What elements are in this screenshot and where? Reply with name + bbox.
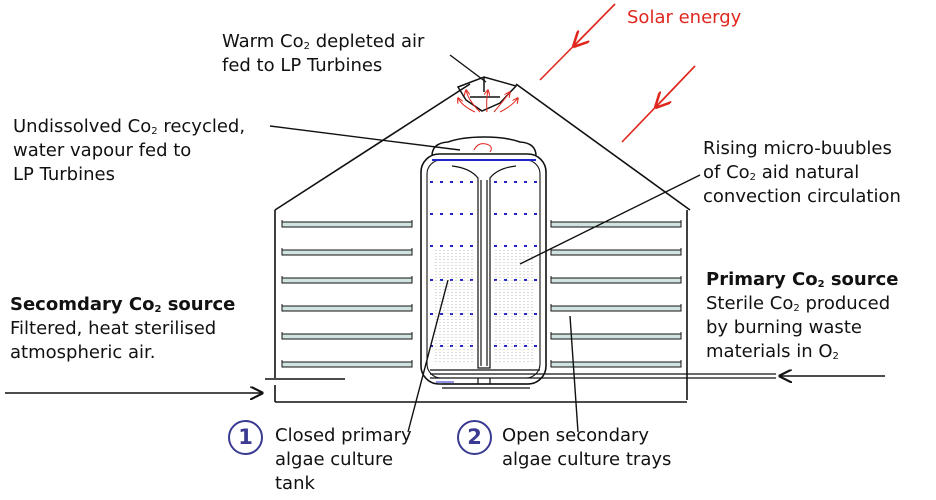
left-tray — [281, 248, 413, 256]
leader-lines — [269, 54, 701, 433]
dome-swirl — [473, 143, 492, 153]
solar-rays — [539, 3, 696, 143]
center-funnel — [451, 165, 517, 369]
leader-rising — [519, 174, 701, 265]
vent-airflow-arrows — [458, 90, 518, 113]
roof-left — [274, 83, 471, 211]
leader-undissolved — [269, 125, 461, 151]
legend-badge-2: 2 — [457, 420, 492, 455]
undissolved-label: Undissolved Co2 recycled, water vapour f… — [13, 116, 246, 185]
left-tray — [281, 304, 413, 312]
secondary-source-label: Secomdary Co2 source Filtered, heat ster… — [10, 294, 236, 363]
right-tray — [550, 220, 682, 228]
primary-source-label: Primary Co2 source Sterile Co2 produced … — [706, 269, 899, 362]
roof-right — [515, 83, 691, 211]
left-tray — [281, 360, 413, 368]
leader-trays — [569, 315, 579, 433]
roof-vent — [456, 76, 518, 112]
leader-warm-air — [449, 54, 487, 83]
legend-trays-label: Open secondary algae culture trays — [502, 425, 672, 470]
solar-ray-2-arrow — [656, 65, 696, 107]
left-tray — [281, 220, 413, 228]
legend-tank-label: Closed primary algae culture tank — [275, 425, 412, 494]
greenhouse-structure — [265, 83, 691, 403]
primary-culture-tank — [420, 136, 776, 389]
tank-dome — [431, 136, 537, 157]
left-tray — [281, 276, 413, 284]
right-tray — [550, 276, 682, 284]
right-tray — [550, 332, 682, 340]
leader-tank — [407, 279, 449, 433]
left-tray — [281, 332, 413, 340]
rising-bubble-columns — [435, 250, 533, 364]
right-tray — [550, 304, 682, 312]
legend-badge-1: 1 — [228, 420, 263, 455]
rising-bubbles-label: Rising micro-buubles of Co2 aid natural … — [703, 138, 901, 207]
bubble-lines — [430, 181, 538, 347]
warm-air-label: Warm Co2 depleted air fed to LP Turbines — [222, 31, 425, 76]
solar-energy-label: Solar energy — [627, 7, 742, 28]
solar-ray-1-arrow — [574, 3, 616, 46]
right-tray — [550, 248, 682, 256]
right-tray — [550, 360, 682, 368]
left-tray-stack — [281, 220, 413, 368]
right-tray-stack — [550, 220, 682, 368]
